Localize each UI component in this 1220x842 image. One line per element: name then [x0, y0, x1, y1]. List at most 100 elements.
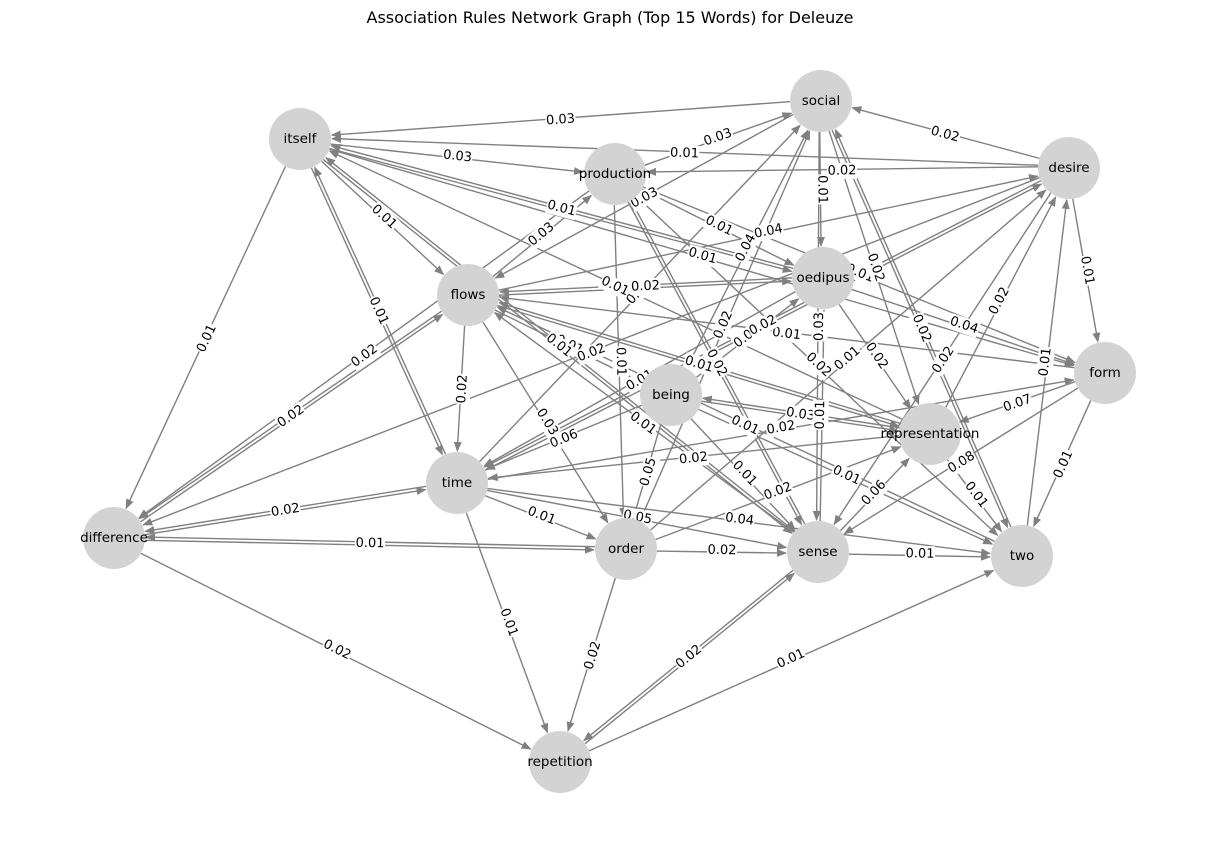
edge-label-background [453, 373, 472, 405]
edge-label-social-to-oedipus: 0.01 [813, 174, 831, 205]
edge-label-production-to-oedipus: 0.01 [702, 212, 736, 240]
edge-label-background [732, 231, 760, 265]
edge-label-background [811, 311, 828, 342]
edge-label-background [1000, 391, 1035, 416]
edge-weight-label: 0.01 [905, 546, 934, 562]
node-circle [790, 70, 852, 132]
node-representation: representation [880, 403, 980, 465]
edge-weight-label: 0.03 [812, 312, 827, 341]
node-label: flows [451, 287, 486, 303]
node-flows: flows [437, 264, 499, 326]
edge-label-social-to-itself: 0.03 [544, 110, 577, 130]
edge-label-background [702, 212, 736, 240]
node-circle [595, 518, 657, 580]
node-label: order [608, 541, 644, 557]
edge-label-background [861, 339, 892, 373]
edge-label-background [320, 636, 354, 664]
node-order: order [595, 518, 657, 580]
edge-label-background [547, 425, 581, 453]
node-circle [787, 521, 849, 583]
edge-label-time-to-form: 0.02 [764, 417, 798, 439]
edge-label-background [627, 183, 662, 213]
edge-label-background [364, 294, 393, 328]
edge-weight-label: 0.02 [631, 278, 661, 294]
edge-label-difference-to-repetition: 0.02 [320, 636, 354, 664]
edge-label-background [626, 408, 660, 439]
edge-label-background [752, 220, 785, 243]
node-label: representation [880, 426, 979, 442]
edge-label-background [764, 417, 798, 439]
edge-label-order-to-desire: 0.01 [830, 342, 865, 375]
edge-label-representation-to-flows: 0.01 [682, 352, 716, 377]
edge-weight-label: 0.01 [830, 463, 863, 489]
edge-weight-label: 0.01 [1051, 448, 1077, 481]
edge-label-form-to-representation: 0.07 [1000, 391, 1035, 416]
edge-weight-label: 0.01 [366, 295, 392, 328]
edge-label-background [682, 352, 716, 377]
edge-label-representation-to-desire: 0.02 [985, 284, 1014, 318]
edge-label-flows-to-time: 0.02 [453, 373, 472, 405]
edge-weight-label: 0.02 [909, 312, 934, 345]
edge-label-background [774, 645, 808, 673]
edge-label-itself-to-time: 0.01 [364, 294, 393, 328]
edge-label-background [928, 343, 959, 377]
edge-weight-label: 0.01 [194, 322, 220, 355]
edge-label-background [685, 244, 720, 268]
node-oedipus: oedipus [792, 247, 854, 309]
edge-label-background [826, 162, 858, 180]
edge-label-background [863, 250, 888, 285]
edge-label-background [636, 455, 661, 489]
edge-label-background [623, 366, 657, 395]
edge-weight-label: 0.02 [986, 285, 1013, 318]
edge-label-order-to-repetition: 0.02 [580, 638, 606, 673]
node-label: production [579, 166, 652, 182]
edge-label-itself-to-production: 0.03 [441, 146, 474, 167]
edge-label-background [904, 545, 936, 563]
node-circle [269, 108, 331, 170]
edge-label-background [347, 340, 382, 372]
node-circle [83, 507, 145, 569]
edge-label-background [495, 605, 522, 640]
nodes-layer: socialitselfdesireproductionoedipusflows… [80, 70, 1136, 793]
edge-label-background [928, 122, 962, 147]
edge-weight-label: 0.01 [729, 413, 762, 439]
edge-label-time-to-order: 0.01 [524, 503, 559, 529]
edge-label-background [524, 218, 559, 251]
node-circle [426, 452, 488, 514]
node-circle [991, 525, 1053, 587]
edge-label-background [857, 476, 891, 510]
edge-weight-label: 0.01 [613, 347, 629, 376]
edge-weight-label: 0.04 [753, 221, 784, 242]
graph-title: Association Rules Network Graph (Top 15 … [366, 8, 854, 27]
edge-label-difference-to-order: 0.01 [354, 535, 386, 552]
edge-label-form-to-two: 0.01 [1050, 447, 1077, 482]
edge-label-desire-to-itself: 0.01 [669, 144, 700, 163]
edge-label-background [269, 500, 302, 521]
node-desire: desire [1038, 137, 1100, 199]
node-label: repetition [527, 754, 592, 770]
edge-label-production-to-difference: 0.02 [347, 340, 382, 372]
edge-labels-layer: 0.010.010.030.030.010.010.030.020.020.01… [193, 110, 1098, 673]
node-label: two [1010, 548, 1035, 564]
node-label: difference [80, 530, 148, 546]
edge-label-production-to-order: 0.01 [612, 346, 629, 377]
edge-label-background [702, 346, 731, 380]
edge-label-background [367, 200, 401, 234]
edge-weight-label: 0.01 [703, 213, 736, 239]
edge-label-background [669, 144, 700, 163]
node-being: being [640, 364, 702, 426]
edge-label-background [947, 313, 981, 338]
edge-label-representation-to-itself: 0.01 [598, 272, 632, 301]
node-circle [1074, 342, 1136, 404]
node-label: time [442, 475, 473, 491]
node-circle [437, 264, 499, 326]
edge-label-background [944, 447, 979, 478]
edge-label-background [598, 272, 632, 301]
edge-weight-label: 0.03 [442, 147, 472, 165]
node-label: sense [798, 544, 837, 560]
edge-label-time-to-two: 0.04 [723, 509, 756, 530]
edge-weight-label: 0.01 [355, 536, 384, 552]
node-circle [584, 143, 646, 205]
node-circle [792, 247, 854, 309]
node-label: itself [284, 131, 318, 147]
